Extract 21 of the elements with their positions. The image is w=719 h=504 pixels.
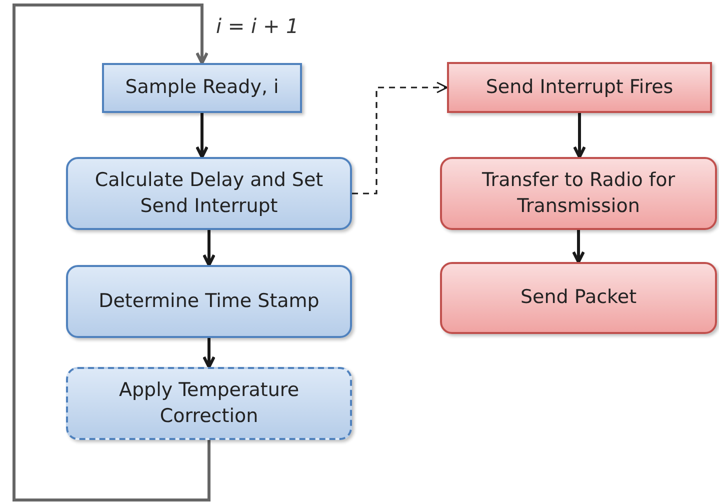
process-box [440, 262, 717, 334]
process-box [102, 63, 302, 113]
process-box [66, 265, 352, 338]
arrow [12, 4, 210, 502]
box-label: Send Interrupt Fires [486, 74, 674, 100]
arrow [202, 230, 216, 266]
box-label: Calculate Delay and Set Send Interrupt [94, 168, 324, 218]
arrow [572, 230, 585, 264]
arrow [202, 338, 216, 368]
arrow [573, 113, 586, 158]
box-label: Sample Ready, i [125, 75, 279, 100]
process-box [66, 157, 352, 230]
box-label: Determine Time Stamp [98, 288, 320, 314]
box-label: Send Packet [520, 285, 637, 310]
process-box [66, 367, 352, 440]
box-label: Apply Temperature Correction [118, 378, 300, 428]
box-label: Transfer to Radio for Transmission [480, 168, 676, 218]
arrow [196, 113, 208, 158]
process-box [440, 157, 717, 230]
process-box [447, 62, 712, 113]
dashed-arrow [352, 82, 448, 194]
